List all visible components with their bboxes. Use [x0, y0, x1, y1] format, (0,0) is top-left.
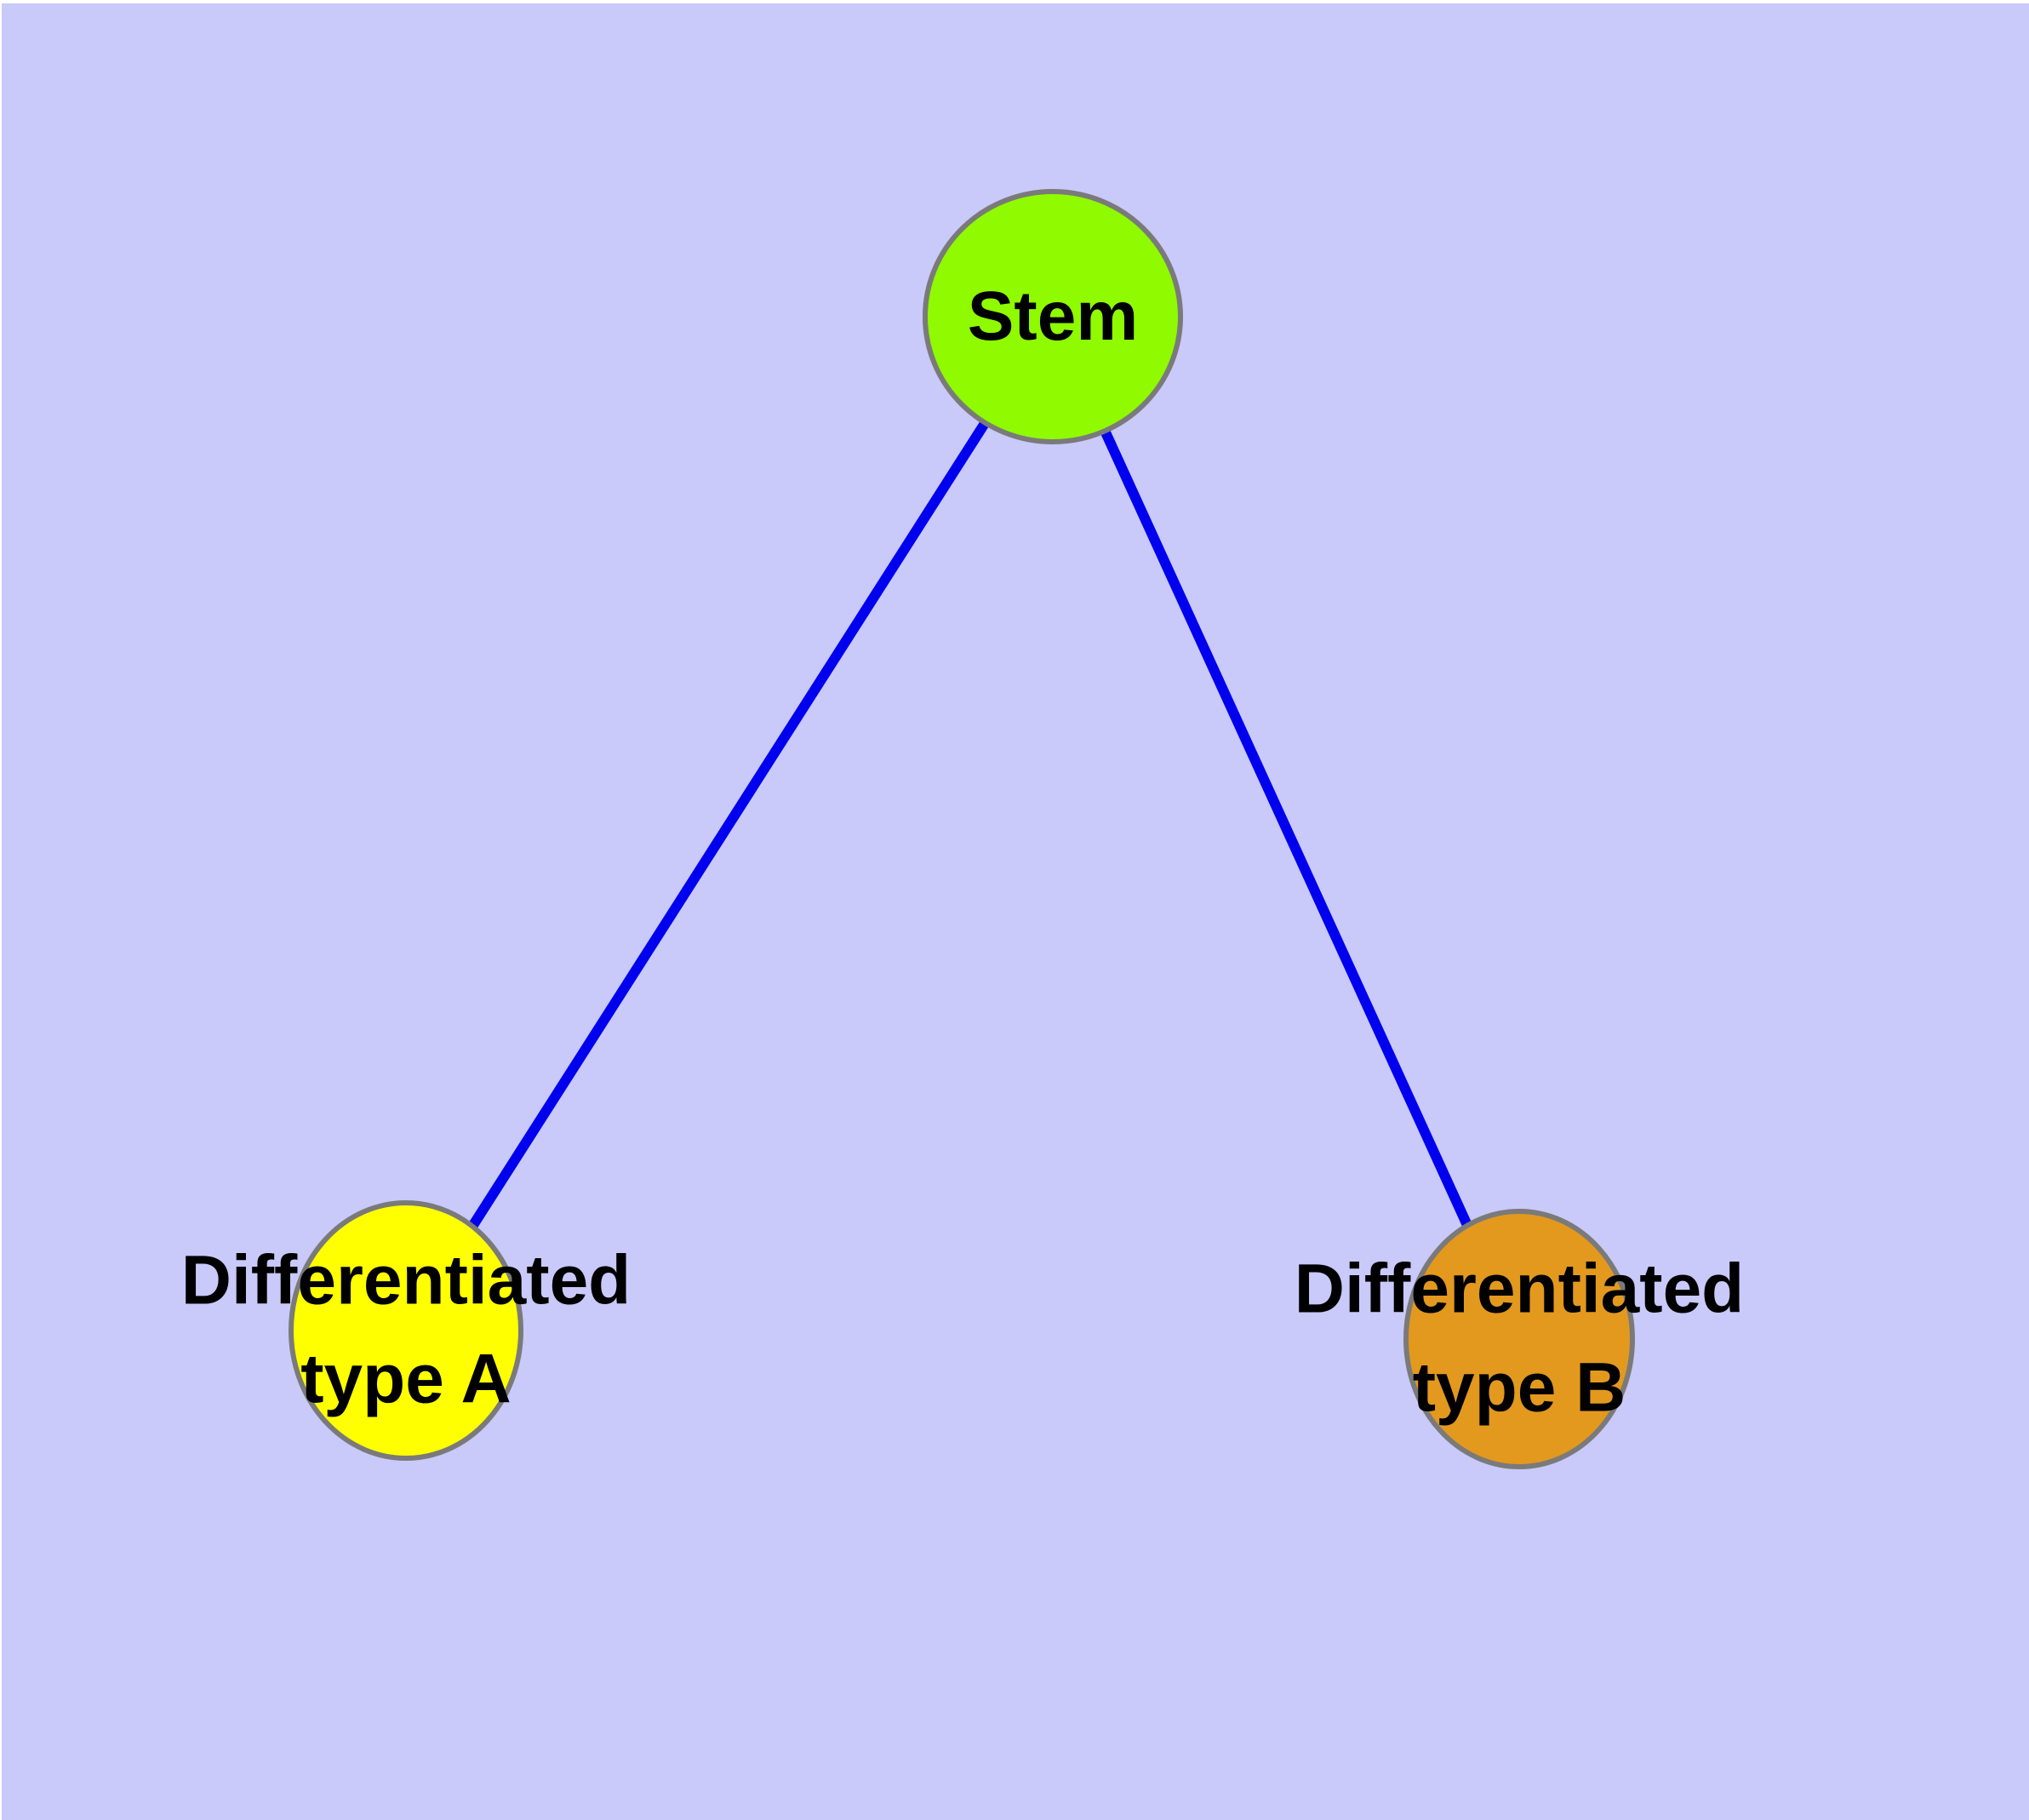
node-type-b-circle[interactable]: [1403, 1209, 1635, 1469]
node-stem-circle[interactable]: [923, 189, 1183, 444]
edge-stem-to-type-b: [1100, 429, 1474, 1232]
edges-layer: [466, 420, 1474, 1232]
edge-stem-to-type-a: [466, 420, 990, 1232]
nodes-layer: [289, 189, 1635, 1469]
node-type-a-circle[interactable]: [289, 1200, 523, 1461]
